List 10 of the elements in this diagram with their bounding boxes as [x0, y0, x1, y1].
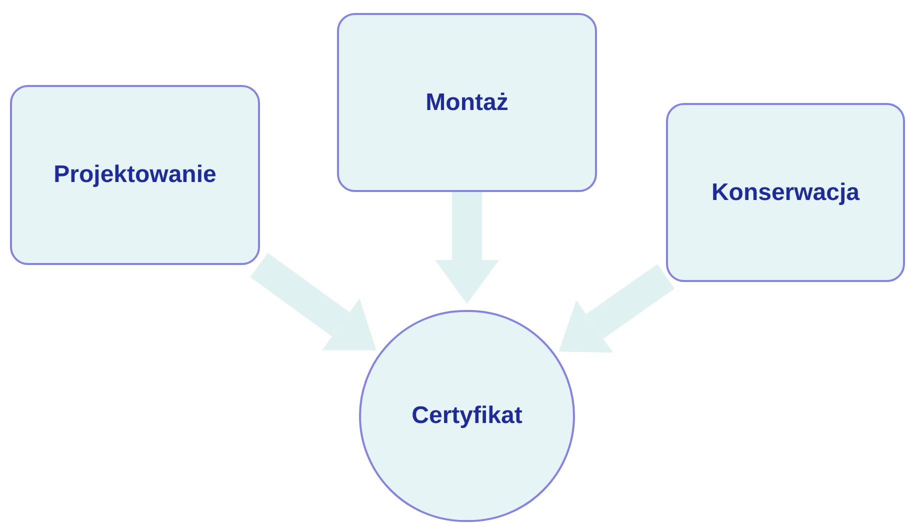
- process-box: [10, 85, 260, 265]
- node-label: Certyfikat: [410, 401, 524, 431]
- block-arrow: [435, 192, 499, 304]
- node-label: Konserwacja: [710, 178, 861, 208]
- process-box: [666, 103, 905, 282]
- block-arrow: [558, 264, 675, 353]
- node-label: Montaż: [424, 88, 510, 118]
- process-box: [337, 13, 597, 192]
- node-label: Projektowanie: [52, 160, 218, 190]
- block-arrow: [250, 252, 376, 350]
